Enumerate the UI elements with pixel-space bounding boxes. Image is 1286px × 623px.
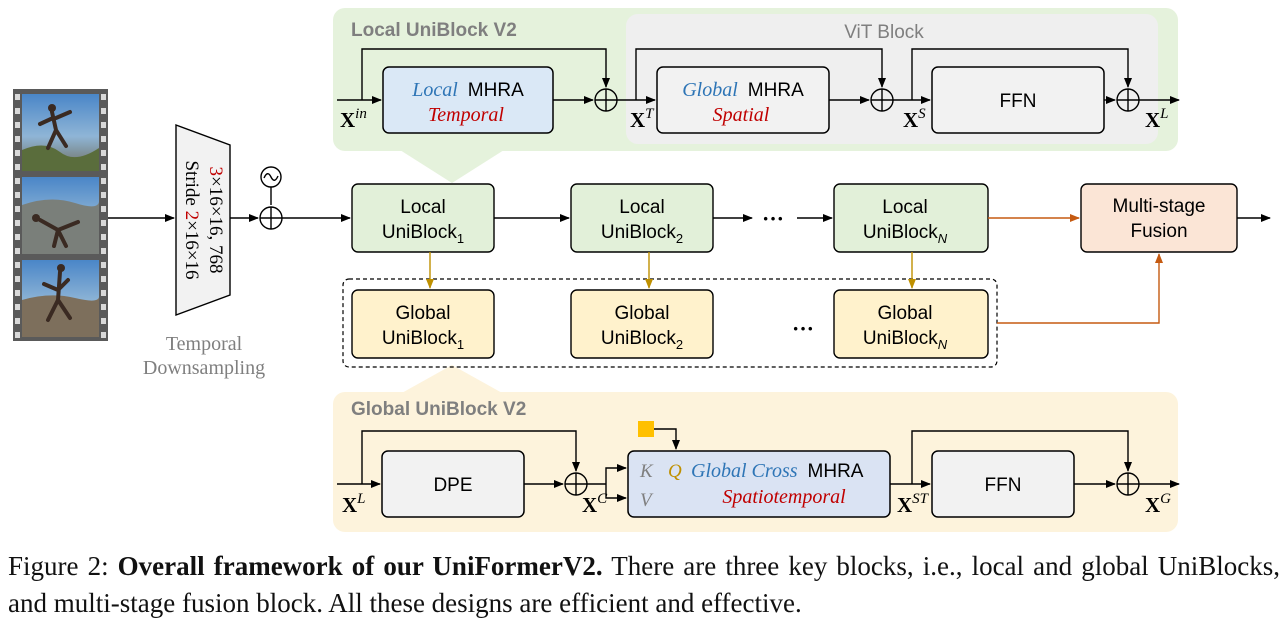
local-uniblock-n: Local UniBlockN <box>833 183 989 253</box>
local-ellipsis: ··· <box>762 206 784 231</box>
local-uniblock-1: Local UniBlock1 <box>351 183 495 253</box>
svg-text:Global: Global <box>878 303 933 324</box>
global-panel-title: Global UniBlock V2 <box>351 399 526 420</box>
global-residual-add-2 <box>1116 472 1140 496</box>
temporal-downsampling-stem: 3×16×16, 768 Stride 2×16×16 Temporal Dow… <box>143 123 265 379</box>
video-frame-2 <box>22 177 100 254</box>
vit-mhra-word: MHRA <box>748 80 804 101</box>
global-uniblock-n: Global UniBlockN <box>833 289 989 359</box>
local-panel-callout <box>400 150 504 183</box>
local-residual-add-2 <box>870 88 894 112</box>
local-mhra-temporal: Temporal <box>428 104 504 126</box>
svg-text:Local: Local <box>882 197 927 218</box>
svg-text:Global: Global <box>396 303 451 324</box>
global-uniblock-v2-panel: Global UniBlock V2 DPE K V Q Global Cros… <box>333 365 1180 532</box>
local-panel-arrows <box>337 48 1180 104</box>
vit-mhra-global-word: Global <box>682 79 738 101</box>
svg-text:Local MHRA: Local MHRA <box>411 79 524 101</box>
vit-ffn-label: FFN <box>1000 91 1037 112</box>
dpe-label: DPE <box>433 475 472 496</box>
temporal-downsampling-label-2: Downsampling <box>143 357 265 379</box>
svg-text:Fusion: Fusion <box>1130 221 1187 242</box>
positional-add-node <box>259 206 283 230</box>
svg-text:Local: Local <box>400 197 445 218</box>
cross-mhra-global-cross: Global Cross <box>691 460 798 482</box>
global-uniblock-2: Global UniBlock2 <box>570 289 714 359</box>
fusion-input-arrows <box>988 214 1163 324</box>
svg-text:Global MHRA: Global MHRA <box>682 79 804 101</box>
figure-caption: Figure 2: Overall framework of our UniFo… <box>8 548 1280 622</box>
multi-stage-fusion-block: Multi-stage Fusion <box>1080 183 1238 253</box>
cross-mhra-word: MHRA <box>808 461 864 482</box>
svg-text:Global: Global <box>615 303 670 324</box>
downsampling-stride-text: Stride 2×16×16 <box>181 160 202 279</box>
local-panel-title: Local UniBlock V2 <box>351 20 517 41</box>
svg-text:UniBlock2: UniBlock2 <box>601 328 683 352</box>
global-residual-add-1 <box>564 472 588 496</box>
cross-mhra-spatiotemporal: Spatiotemporal <box>722 486 846 508</box>
temporal-downsampling-label-1: Temporal <box>166 333 243 355</box>
global-uniblock-1: Global UniBlock1 <box>351 289 495 359</box>
svg-text:Local: Local <box>619 197 664 218</box>
video-frame-1 <box>22 94 99 171</box>
film-perforations <box>15 94 106 338</box>
global-panel-arrows <box>337 430 1180 502</box>
global-ellipsis: ··· <box>792 316 814 341</box>
local-residual-add-3 <box>1116 88 1140 112</box>
cross-mhra-v: V <box>640 490 654 511</box>
positional-embedding-icon <box>260 166 282 205</box>
svg-text:UniBlock1: UniBlock1 <box>382 222 464 246</box>
local-mhra-word: MHRA <box>468 80 524 101</box>
svg-text:Global Cross MHRA: Global Cross MHRA <box>691 460 864 482</box>
local-uniblock-v2-panel: Local UniBlock V2 ViT Block Local MHRA T… <box>333 8 1180 183</box>
vit-block-title: ViT Block <box>844 22 924 43</box>
query-arrow <box>654 428 680 450</box>
local-residual-add-1 <box>594 88 618 112</box>
cross-mhra-k: K <box>639 461 654 482</box>
cross-mhra-q: Q <box>668 461 682 482</box>
local-mhra-local-word: Local <box>411 79 458 101</box>
caption-rest: There are three key blocks, i.e., local … <box>8 551 1281 618</box>
learnable-query-square <box>638 421 654 437</box>
input-video-frames <box>13 89 108 341</box>
caption-prefix: Figure 2: <box>8 551 118 581</box>
global-ffn-label: FFN <box>985 475 1022 496</box>
downsampling-trapezoid <box>175 123 231 317</box>
svg-text:UniBlock1: UniBlock1 <box>382 328 464 352</box>
svg-text:Multi-stage: Multi-stage <box>1113 196 1206 217</box>
local-to-global-arrows <box>426 252 916 289</box>
svg-text:UniBlock2: UniBlock2 <box>601 222 683 246</box>
vit-mhra-spatial: Spatial <box>713 104 770 126</box>
uniformerv2-framework-diagram: Local UniBlock V2 ViT Block Local MHRA T… <box>13 8 1271 532</box>
svg-text:UniBlockN: UniBlockN <box>863 328 948 352</box>
local-uniblock-2: Local UniBlock2 <box>570 183 714 253</box>
global-panel-callout <box>400 365 504 394</box>
caption-bold: Overall framework of our UniFormerV2. <box>117 551 603 581</box>
svg-text:UniBlockN: UniBlockN <box>863 222 948 246</box>
video-frame-3 <box>22 260 100 337</box>
downsampling-kernel-text: 3×16×16, 768 <box>205 167 226 274</box>
